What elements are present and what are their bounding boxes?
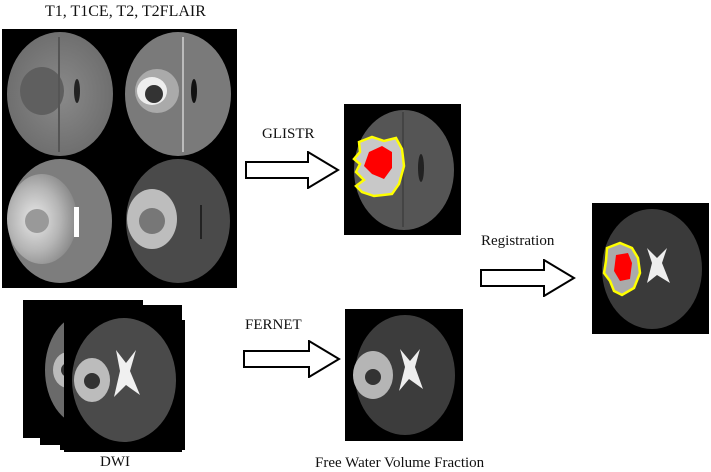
free-water-map-panel (345, 309, 463, 441)
tumor-core (364, 146, 392, 179)
registered-output-panel (592, 203, 709, 334)
free-water-map-image (353, 315, 455, 435)
mri-grid-image (7, 32, 231, 283)
dwi-image (72, 318, 176, 442)
glistr-arrow-icon (245, 151, 340, 189)
glistr-segmentation-panel (344, 104, 461, 235)
mri-modalities-label: T1, T1CE, T2, T2FLAIR (45, 3, 206, 20)
tumor-core (614, 253, 632, 281)
dwi-slice-front (64, 305, 182, 452)
fernet-arrow-icon (243, 340, 341, 378)
registration-arrow-icon (480, 259, 576, 297)
free-water-label: Free Water Volume Fraction (315, 455, 485, 471)
dwi-label: DWI (100, 454, 130, 470)
glistr-segmentation-image (352, 110, 454, 230)
fernet-label: FERNET (245, 317, 302, 333)
registration-label: Registration (481, 233, 555, 249)
mri-grid-panel (2, 29, 237, 288)
glistr-label: GLISTR (262, 126, 315, 142)
registered-output-image (602, 209, 702, 329)
